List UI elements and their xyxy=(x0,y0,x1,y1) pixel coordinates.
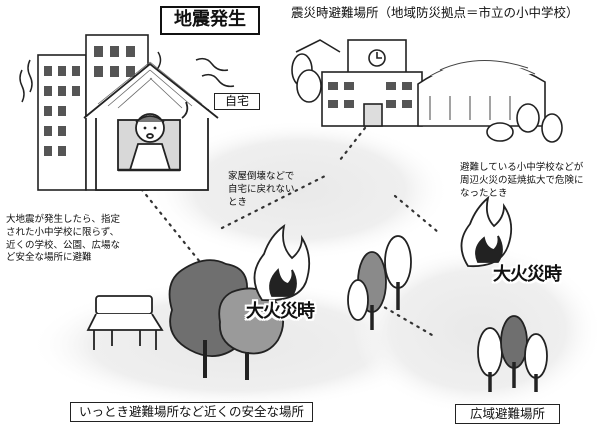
note-evacuate-line: された小中学校に限らず、 xyxy=(6,226,120,238)
ground-center xyxy=(150,120,450,260)
wide-area-shelter-label: 広域避難場所 xyxy=(455,404,561,424)
note-collapse-line: 家屋倒壊などで xyxy=(228,171,295,182)
fire-left xyxy=(253,223,311,302)
major-fire-label-left: 大火災時 xyxy=(246,301,315,322)
park-bench xyxy=(86,295,164,350)
note-collapse-line: とき xyxy=(228,196,248,208)
note-evacuate-line: ど安全な場所に避難 xyxy=(6,252,92,264)
note-collapse-line: 自宅に戻れない xyxy=(228,183,295,195)
note-evacuate-line: 近くの学校、公園、広場な xyxy=(6,239,121,251)
park-trees xyxy=(168,259,284,380)
home-label: 自宅 xyxy=(214,93,261,110)
note-evacuate: 大地震が発生したら、指定 された小中学校に限らず、 近くの学校、公園、広場な ど… xyxy=(6,214,120,265)
note-evacuate-line: 大地震が発生したら、指定 xyxy=(6,214,121,225)
school-building xyxy=(291,39,563,143)
note-fire-danger-line: なったとき xyxy=(460,187,508,199)
note-fire-danger-line: 避難している小中学校などが xyxy=(460,162,584,173)
shaking-lines xyxy=(19,51,235,103)
house xyxy=(83,61,219,191)
fire-right xyxy=(460,195,513,268)
center-trees xyxy=(347,235,412,330)
path-school-to-wide-area xyxy=(393,194,440,234)
note-fire-danger: 避難している小中学校などが 周辺火災の延焼拡大で危険に なったとき xyxy=(460,162,584,200)
path-park-to-school xyxy=(338,126,367,162)
note-collapse: 家屋倒壊などで 自宅に戻れない とき xyxy=(228,171,295,209)
temporary-shelter-label: いっとき避難場所など近くの安全な場所 xyxy=(70,402,314,422)
note-fire-danger-line: 周辺火災の延焼拡大で危険に xyxy=(460,174,584,186)
major-fire-label-right: 大火災時 xyxy=(493,264,562,285)
disaster-shelter-title: 震災時避難場所（地域防災拠点＝市立の小中学校） xyxy=(287,4,583,22)
wide-area-trees xyxy=(477,315,548,392)
earthquake-title: 地震発生 xyxy=(160,6,260,35)
